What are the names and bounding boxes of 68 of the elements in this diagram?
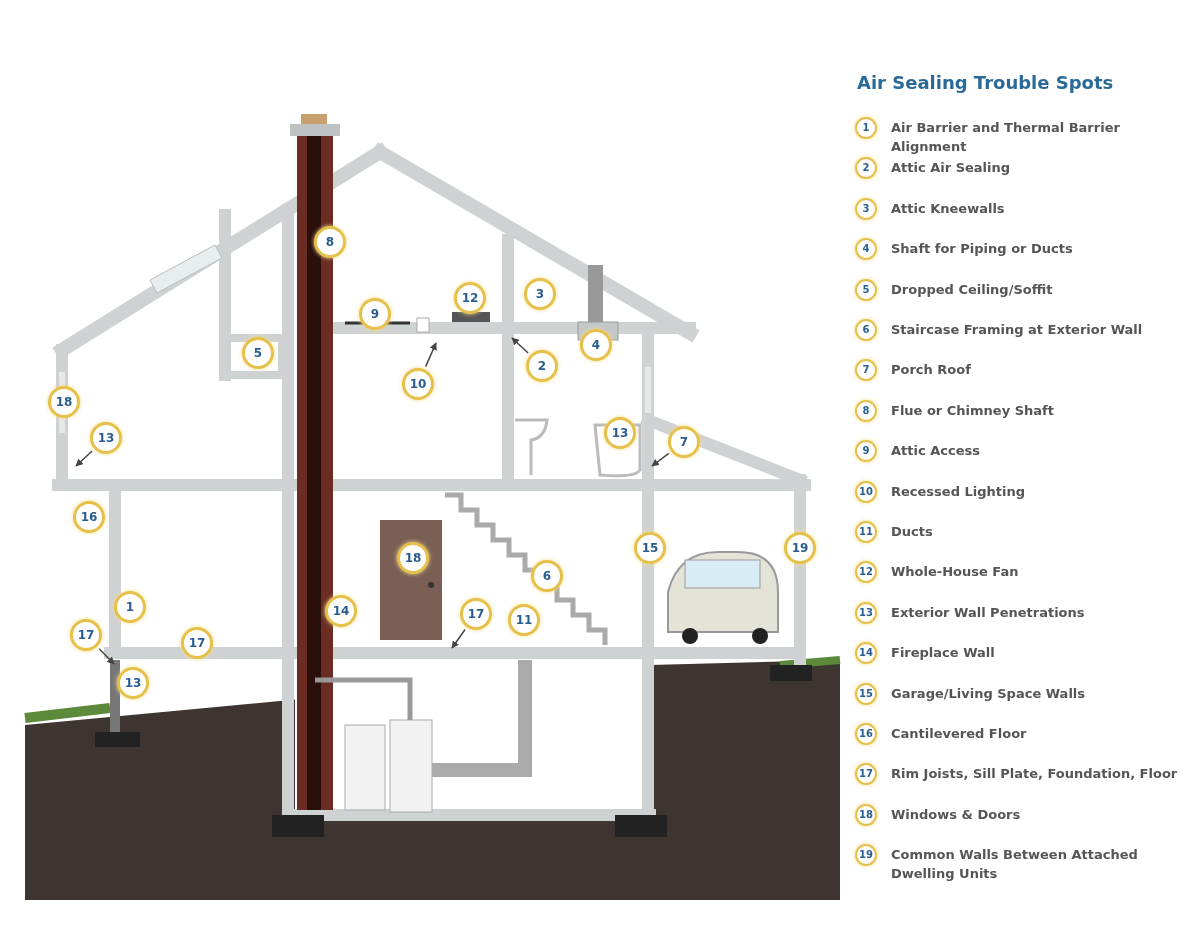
- legend-text: Air Barrier and Thermal Barrier Alignment: [891, 119, 1121, 156]
- legend-text: Windows & Doors: [891, 805, 1022, 824]
- leader-arrow: [75, 450, 93, 467]
- callout-number: 17: [460, 598, 492, 630]
- legend-text: Attic Access: [891, 442, 981, 461]
- callout-number: 16: [73, 501, 105, 533]
- callout-number: 3: [855, 197, 877, 220]
- callout-number: 7: [668, 426, 700, 458]
- callout-number: 2: [855, 157, 877, 180]
- callout-number: 13: [90, 422, 122, 454]
- callout-number: 17: [181, 627, 213, 659]
- callout-number: 8: [855, 399, 877, 422]
- legend-text: Porch Roof: [891, 361, 972, 380]
- callout-number: 10: [855, 480, 877, 503]
- callout-number: 4: [855, 238, 877, 261]
- callout-number: 5: [855, 278, 877, 301]
- legend-text: Attic Kneewalls: [891, 199, 1006, 218]
- callout-number: 12: [454, 282, 486, 314]
- callout-number: 1: [114, 591, 146, 623]
- callout-number: 15: [634, 532, 666, 564]
- legend-text: Recessed Lighting: [891, 482, 1026, 501]
- callout-number: 16: [855, 723, 877, 745]
- callout-number: 17: [70, 619, 102, 651]
- callout-number: 19: [855, 844, 877, 867]
- callout-number: 13: [604, 417, 636, 449]
- callout-number: 9: [855, 440, 877, 463]
- callout-number: 11: [855, 521, 877, 543]
- legend-text: Common Walls Between Attached Dwelling Units: [891, 846, 1139, 884]
- callout-number: 10: [402, 368, 434, 400]
- leader-arrow: [511, 337, 529, 354]
- callout-number: 9: [359, 298, 391, 330]
- callout-number: 6: [855, 319, 877, 341]
- callout-number: 11: [508, 604, 540, 636]
- leader-arrow: [98, 647, 115, 665]
- callout-number: 13: [117, 667, 149, 699]
- legend-text: Whole-House Fan: [891, 563, 1020, 582]
- callout-number: 12: [855, 561, 877, 584]
- legend-text: Fireplace Wall: [891, 644, 996, 663]
- callout-number: 17: [855, 763, 877, 786]
- legend-text: Garage/Living Space Walls: [891, 684, 1087, 703]
- callout-number: 4: [580, 329, 612, 361]
- callout-number: 15: [855, 682, 877, 705]
- legend-text: Attic Air Sealing: [891, 159, 1012, 178]
- legend-title: Air Sealing Trouble Spots: [857, 72, 1114, 93]
- callout-number: 19: [784, 532, 816, 564]
- callout-number: 6: [531, 560, 563, 592]
- leader-arrow: [451, 628, 466, 649]
- callout-number: 13: [855, 601, 877, 624]
- legend-text: Cantilevered Floor: [891, 725, 1028, 743]
- callout-number: 3: [524, 278, 556, 310]
- legend-text: Ducts: [891, 523, 934, 541]
- callout-number: 14: [325, 595, 357, 627]
- leader-arrow: [651, 452, 670, 467]
- callout-number: 5: [242, 337, 274, 369]
- legend-text: Shaft for Piping or Ducts: [891, 240, 1074, 259]
- legend-text: Flue or Chimney Shaft: [891, 401, 1055, 420]
- callout-number: 8: [314, 226, 346, 258]
- callout-number: 2: [526, 350, 558, 382]
- legend-text: Staircase Framing at Exterior Wall: [891, 321, 1144, 339]
- callout-number: 14: [855, 642, 877, 665]
- legend-text: Exterior Wall Penetrations: [891, 603, 1086, 622]
- leader-arrow: [424, 342, 437, 368]
- legend-text: Dropped Ceiling/Soffit: [891, 280, 1054, 299]
- callout-number: 1: [855, 117, 877, 139]
- callout-number: 18: [48, 386, 80, 418]
- callout-number: 7: [855, 359, 877, 382]
- callout-number: 18: [855, 803, 877, 826]
- legend-text: Rim Joists, Sill Plate, Foundation, Floor: [891, 765, 1179, 784]
